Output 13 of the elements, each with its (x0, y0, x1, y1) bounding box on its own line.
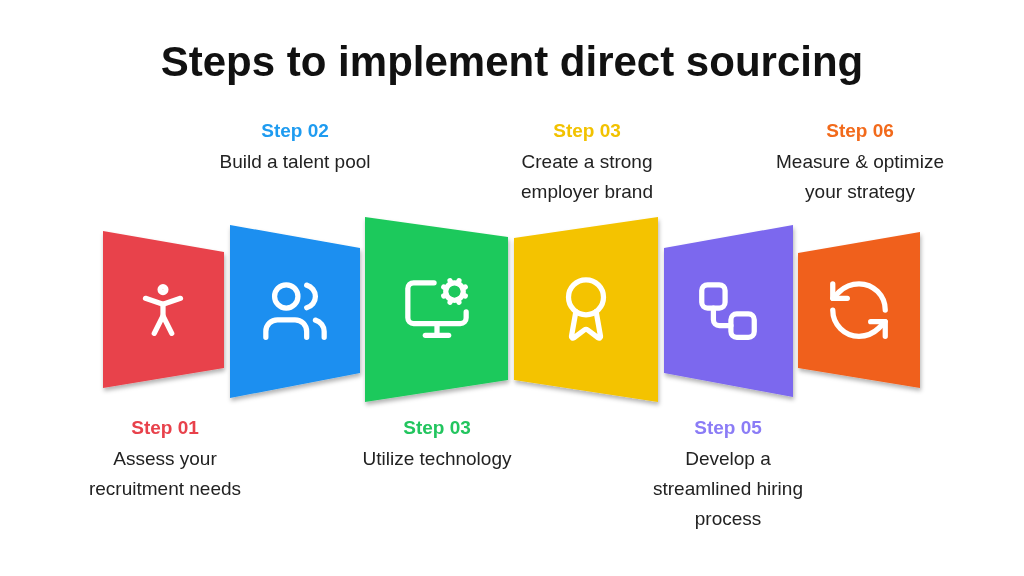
step-heading: Step 06 (826, 119, 894, 143)
step-description: Measure & optimize your strategy (775, 150, 945, 204)
step-description: Develop a streamlined hiring process (652, 447, 804, 531)
step-heading: Step 03 (553, 119, 621, 143)
step-heading: Step 01 (131, 416, 199, 440)
step-heading: Step 02 (261, 119, 329, 143)
step-description: Create a strong employer brand (520, 150, 654, 204)
title: Steps to implement direct sourcing (159, 37, 865, 87)
step-description: Utilize technology (361, 447, 513, 471)
step-heading: Step 05 (694, 416, 762, 440)
step-description: Build a talent pool (218, 150, 372, 174)
step-heading: Step 03 (403, 416, 471, 440)
step-description: Assess your recruitment needs (87, 447, 243, 501)
